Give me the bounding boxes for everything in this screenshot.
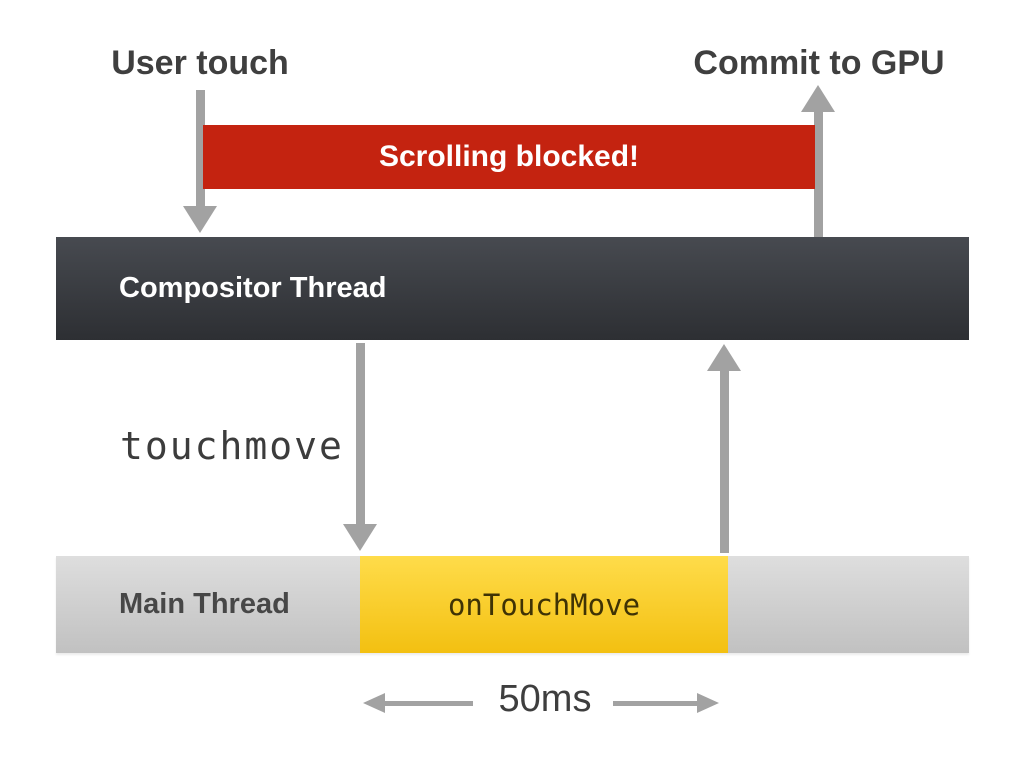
compositor-thread-label: Compositor Thread xyxy=(119,272,387,304)
duration-right-arrow-icon xyxy=(697,693,719,713)
scrolling-blocked-banner: Scrolling blocked! xyxy=(203,125,815,189)
touchmove-label: touchmove xyxy=(120,424,344,468)
user-touch-label: User touch xyxy=(111,44,289,82)
main-thread-bar: Main Thread onTouchMove xyxy=(56,556,969,653)
scrolling-blocked-text: Scrolling blocked! xyxy=(378,140,640,173)
compositor-thread-bar: Compositor Thread xyxy=(56,237,969,340)
ontouchmove-task-block: onTouchMove xyxy=(360,556,728,653)
main-thread-label: Main Thread xyxy=(119,588,290,620)
duration-left-arrow-icon xyxy=(363,693,385,713)
ontouchmove-label: onTouchMove xyxy=(447,587,641,622)
commit-to-gpu-label: Commit to GPU xyxy=(693,44,945,82)
duration-label: 50ms xyxy=(498,678,592,720)
